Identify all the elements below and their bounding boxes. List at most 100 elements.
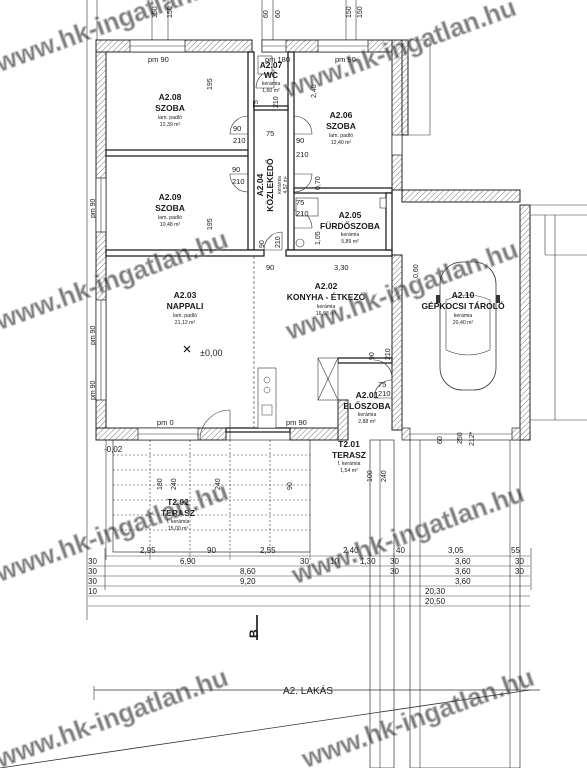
room-a206-area: 12,40 m² xyxy=(331,140,352,146)
top-dim: 150 xyxy=(167,6,174,18)
drive-dim: 100 xyxy=(367,470,374,482)
room-a206-name: SZOBA xyxy=(326,121,356,131)
room-a201-code: A2.01 xyxy=(356,390,379,400)
dim-row5: 20,30 xyxy=(425,587,446,596)
room-a204-code: A2.04 xyxy=(255,173,265,196)
room-a210-area: 20,40 m² xyxy=(453,320,474,326)
garage-door xyxy=(401,427,521,441)
pm90-label: pm 90 xyxy=(90,325,97,345)
wall-length: 2,40 xyxy=(311,84,318,98)
kitchen-counter xyxy=(257,367,277,429)
terrace-dim: 240 xyxy=(171,478,178,490)
room-a202-name: KONYHA - ÉTKEZŐ xyxy=(287,291,366,302)
garage-door-w: 250 xyxy=(457,432,464,444)
room-t202-area: 15,00 m² xyxy=(168,526,189,532)
dim-row3: 3,60 xyxy=(455,567,471,576)
door-height: 210 xyxy=(385,348,392,360)
section-marker: B xyxy=(247,615,261,640)
terrace-tiles xyxy=(113,440,310,552)
door-height: 210 xyxy=(296,209,309,218)
room-a210-code: A2.10 xyxy=(452,290,475,300)
inner-walls xyxy=(105,51,393,433)
room-a208-area: 12,39 m² xyxy=(160,122,181,128)
top-dim: 150 xyxy=(346,6,353,18)
dim-row3: 8,60 xyxy=(240,567,256,576)
dim-row4: 3,60 xyxy=(455,577,471,586)
room-a204-name: KÖZLEKEDŐ xyxy=(264,158,275,212)
room-a205-name: FÜRDŐSZOBA xyxy=(320,220,380,231)
dim-row1: 40 xyxy=(396,546,405,555)
door-width: 90 xyxy=(232,165,240,174)
dim-row1: 90 xyxy=(207,546,216,555)
room-a202-material: kerámia xyxy=(317,304,336,310)
fixtures xyxy=(183,55,387,429)
room-t202-material: f. kerámia xyxy=(167,519,190,525)
room-a203-name: NAPPALI xyxy=(167,301,204,311)
room-a203-area: 21,12 m² xyxy=(175,320,196,326)
room-a203-material: lam. padló xyxy=(173,313,197,319)
room-t201-material: f. kerámia xyxy=(338,461,361,467)
room-a208-material: lam. padló xyxy=(158,115,182,121)
room-a207-material: kerámia xyxy=(262,81,281,87)
opening-width: 90 xyxy=(266,263,274,272)
driveway xyxy=(369,439,521,768)
wc-toilet xyxy=(257,55,273,75)
dim-row4: 9,20 xyxy=(240,577,256,586)
room-a204-material: kerámia xyxy=(277,176,283,194)
window-sill: 195 xyxy=(207,218,214,230)
level-mark xyxy=(183,345,191,353)
room-a209-code: A2.09 xyxy=(159,192,182,202)
dimension-lines xyxy=(88,552,530,607)
pm90-label: pm 90 xyxy=(148,55,169,64)
room-t202-code: T2.02 xyxy=(167,497,189,507)
room-a207-area: 1,60 m² xyxy=(262,88,280,94)
door-width: 75 xyxy=(296,198,304,207)
door-width: 90 xyxy=(296,136,304,145)
door-width: 90 xyxy=(259,240,266,248)
top-dim: 150 xyxy=(152,6,159,18)
dim-row5: 10 xyxy=(88,587,97,596)
room-a205-code: A2.05 xyxy=(339,210,362,220)
wall-dim: 0,60 xyxy=(413,264,420,278)
terrace-dim: 90 xyxy=(287,482,294,490)
room-a209-material: lam. padló xyxy=(158,215,182,221)
doors xyxy=(199,69,393,441)
apartment-label: A2. LAKÁS xyxy=(283,684,333,697)
room-a202-code: A2.02 xyxy=(315,281,338,291)
door-width: 90 xyxy=(369,352,376,360)
dim-row6: 20,50 xyxy=(425,597,446,606)
svg-text:www.hk-ingatlan.hu: www.hk-ingatlan.hu xyxy=(0,224,232,336)
bath-dim: 0,70 xyxy=(315,176,322,190)
door-width: 75 xyxy=(378,380,386,389)
door-height: 210 xyxy=(275,236,282,248)
car-icon xyxy=(436,261,500,391)
top-dim: 150 xyxy=(357,6,364,18)
door-width: 75 xyxy=(266,129,274,138)
section-marker-label: B xyxy=(247,629,261,638)
room-a205-area: 5,89 m² xyxy=(341,239,359,245)
site-boundary xyxy=(0,689,531,768)
terrace-dim: 240 xyxy=(215,478,222,490)
pm90-label: pm 90 xyxy=(335,55,356,64)
bath-shower xyxy=(295,197,319,217)
dim-row4: 30 xyxy=(88,577,97,586)
dim-row1: 3,05 xyxy=(448,546,464,555)
room-a201-area: 2,88 m² xyxy=(358,419,376,425)
room-a204-area: 4,57 m² xyxy=(283,176,289,193)
opening-width: 3,30 xyxy=(334,263,349,272)
floor-level: ±0,00 xyxy=(200,348,222,358)
room-a205-material: kerámia xyxy=(341,232,360,238)
neighbour-outline xyxy=(408,39,587,421)
bath-dim: 1,05 xyxy=(315,231,322,245)
dim-row2: 6,90 xyxy=(180,557,196,566)
dim-row1: 2,55 xyxy=(260,546,276,555)
pm180-label: pm 180 xyxy=(265,55,290,64)
svg-text:www.hk-ingatlan.hu: www.hk-ingatlan.hu xyxy=(0,662,232,768)
door-height: 210 xyxy=(378,389,391,398)
dim-row1: 55 xyxy=(511,546,520,555)
pillar-dim: 60 xyxy=(437,436,444,444)
dim-row3: 30 xyxy=(88,567,97,576)
dim-row1: 2,40 xyxy=(343,546,359,555)
room-a210-material: kerámia xyxy=(454,313,473,319)
